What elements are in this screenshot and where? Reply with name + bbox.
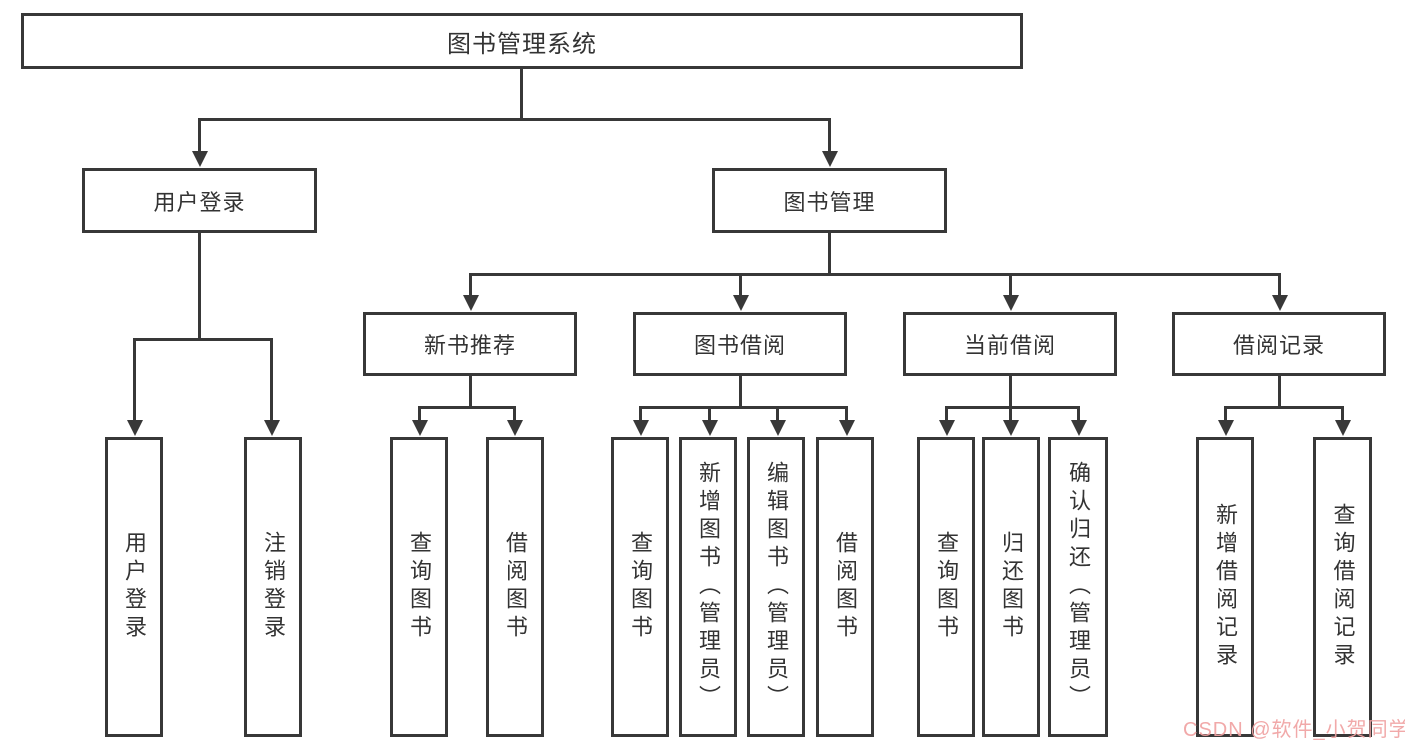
leaf-add-books-admin: 新增图书（管理员） bbox=[679, 437, 737, 737]
connector-arrow bbox=[1009, 406, 1012, 421]
connector-line bbox=[945, 406, 1079, 409]
connector-line bbox=[198, 118, 831, 121]
connector-arrow bbox=[739, 273, 742, 296]
node-book-borrowing: 图书借阅 bbox=[633, 312, 847, 376]
connector-arrow bbox=[845, 406, 848, 421]
node-user-login: 用户登录 bbox=[82, 168, 317, 233]
connector-line bbox=[639, 406, 847, 409]
connector-line bbox=[520, 67, 523, 118]
connector-line bbox=[418, 406, 516, 409]
leaf-query-borrow-record: 查询借阅记录 bbox=[1313, 437, 1372, 737]
connector-arrow bbox=[639, 406, 642, 421]
leaf-add-borrow-record: 新增借阅记录 bbox=[1196, 437, 1254, 737]
connector-arrow bbox=[776, 406, 779, 421]
connector-arrow bbox=[1009, 273, 1012, 296]
connector-line bbox=[1224, 406, 1343, 409]
connector-arrow bbox=[270, 338, 273, 421]
connector-arrow bbox=[1224, 406, 1227, 421]
connector-line bbox=[469, 273, 1281, 276]
node-current-borrowing: 当前借阅 bbox=[903, 312, 1117, 376]
connector-arrow bbox=[708, 406, 711, 421]
leaf-query-books-recommend: 查询图书 bbox=[390, 437, 448, 737]
connector-line bbox=[828, 233, 831, 273]
connector-arrow bbox=[469, 273, 472, 296]
connector-arrow bbox=[513, 406, 516, 421]
leaf-logout: 注销登录 bbox=[244, 437, 302, 737]
leaf-return-books: 归还图书 bbox=[982, 437, 1040, 737]
connector-arrow bbox=[133, 338, 136, 421]
connector-arrow bbox=[1278, 273, 1281, 296]
node-new-book-recommendation: 新书推荐 bbox=[363, 312, 577, 376]
connector-line bbox=[1009, 376, 1012, 406]
leaf-user-login: 用户登录 bbox=[105, 437, 163, 737]
connector-arrow bbox=[198, 118, 201, 152]
leaf-edit-books-admin: 编辑图书（管理员） bbox=[747, 437, 805, 737]
node-library-system: 图书管理系统 bbox=[21, 13, 1023, 69]
leaf-query-books-borrowing: 查询图书 bbox=[611, 437, 669, 737]
connector-arrow bbox=[945, 406, 948, 421]
connector-arrow bbox=[1341, 406, 1344, 421]
connector-arrow bbox=[1077, 406, 1080, 421]
connector-arrow bbox=[828, 118, 831, 152]
node-borrowing-records: 借阅记录 bbox=[1172, 312, 1386, 376]
connector-line bbox=[133, 338, 273, 341]
connector-line bbox=[1278, 376, 1281, 406]
leaf-borrow-books-recommend: 借阅图书 bbox=[486, 437, 544, 737]
node-book-management: 图书管理 bbox=[712, 168, 947, 233]
leaf-query-books-current: 查询图书 bbox=[917, 437, 975, 737]
csdn-watermark: CSDN @软件_小贺同学 bbox=[1183, 719, 1405, 741]
leaf-confirm-return-admin: 确认归还（管理员） bbox=[1048, 437, 1108, 737]
connector-line bbox=[469, 376, 472, 406]
leaf-borrow-books: 借阅图书 bbox=[816, 437, 874, 737]
connector-line bbox=[739, 376, 742, 406]
connector-line bbox=[198, 233, 201, 338]
connector-arrow bbox=[418, 406, 421, 421]
